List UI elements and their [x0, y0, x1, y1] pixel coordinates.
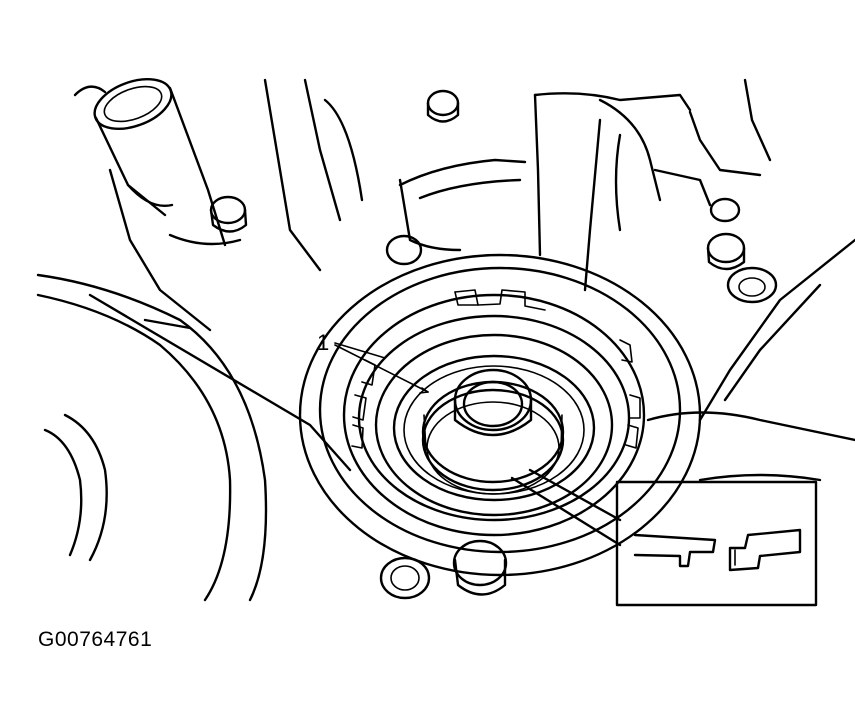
figure-code: G00764761	[38, 628, 153, 651]
detail-leader	[510, 468, 622, 547]
bolt-bosses	[209, 89, 778, 600]
housing-outline	[73, 78, 772, 332]
left-drum	[36, 273, 352, 602]
right-housing	[646, 238, 855, 482]
callout-1: 1	[317, 330, 429, 394]
pipe	[93, 78, 227, 247]
callout-1-label: 1	[317, 330, 329, 355]
detail-inset	[615, 480, 818, 607]
oil-pump-assembly	[298, 253, 702, 577]
